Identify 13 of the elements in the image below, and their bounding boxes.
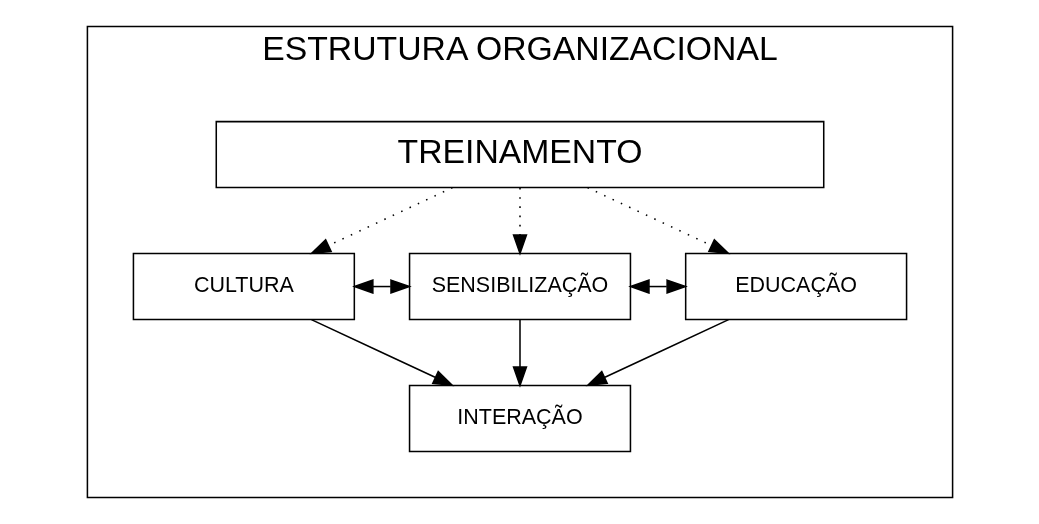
- arrow: [585, 318, 729, 387]
- arrow: [512, 187, 527, 256]
- arrow: [309, 186, 453, 255]
- node-box: CULTURA: [132, 252, 355, 321]
- arrow: [586, 186, 730, 255]
- node-box: SENSIBILIZAÇÃO: [408, 252, 631, 321]
- arrow: [310, 318, 454, 387]
- arrow: [627, 279, 688, 295]
- node-box: TREINAMENTO: [215, 120, 824, 189]
- node-box: INTERAÇÃO: [408, 384, 631, 453]
- arrow: [351, 279, 412, 295]
- arrow: [512, 319, 527, 388]
- node-box: EDUCAÇÃO: [684, 252, 907, 321]
